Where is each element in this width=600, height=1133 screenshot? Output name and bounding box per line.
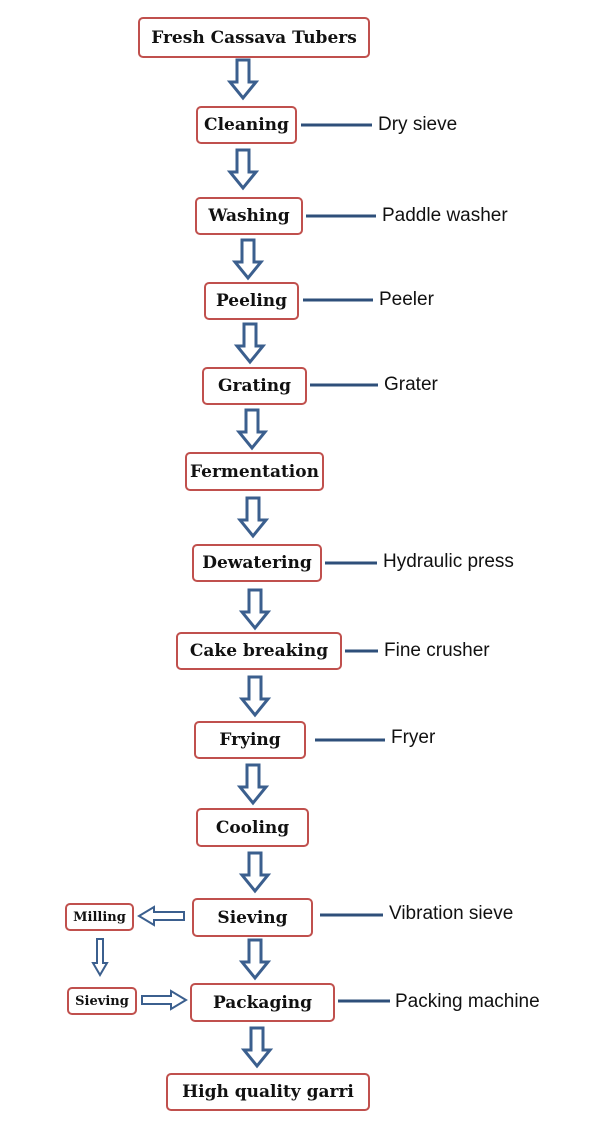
branch-arrow-down [92, 938, 108, 976]
step-sieving: Sieving [192, 898, 313, 937]
equipment-hydraulic-press: Hydraulic press [383, 551, 514, 572]
flow-arrow [228, 148, 258, 190]
step-cleaning: Cleaning [196, 106, 297, 144]
branch-arrow-right [141, 989, 188, 1011]
step-fermentation: Fermentation [185, 452, 324, 491]
flow-arrow [240, 851, 270, 893]
flow-arrow [240, 938, 270, 980]
equipment-peeler: Peeler [379, 289, 434, 310]
equipment-grater: Grater [384, 374, 438, 395]
step-grating: Grating [202, 367, 307, 405]
flow-arrow [238, 763, 268, 805]
branch-arrow-left [137, 905, 185, 927]
equipment-paddle-washer: Paddle washer [382, 205, 508, 226]
flow-arrow [237, 408, 267, 450]
step-dewatering: Dewatering [192, 544, 322, 582]
equipment-vibration-sieve: Vibration sieve [389, 903, 514, 924]
flow-arrow [240, 588, 270, 630]
step-fresh-cassava-tubers: Fresh Cassava Tubers [138, 17, 370, 58]
equipment-dry-sieve: Dry sieve [378, 114, 458, 135]
branch-milling: Milling [65, 903, 134, 931]
equipment-packing-machine: Packing machine [395, 991, 540, 1012]
step-cake-breaking: Cake breaking [176, 632, 342, 670]
equipment-fine-crusher: Fine crusher [384, 640, 490, 661]
flow-arrow [242, 1026, 272, 1068]
step-washing: Washing [195, 197, 303, 235]
step-peeling: Peeling [204, 282, 299, 320]
flow-arrow [235, 322, 265, 364]
step-cooling: Cooling [196, 808, 309, 847]
step-packaging: Packaging [190, 983, 335, 1022]
branch-sieving: Sieving [67, 987, 137, 1015]
flow-arrow [240, 675, 270, 717]
flow-arrow [228, 58, 258, 100]
step-frying: Frying [194, 721, 306, 759]
step-high-quality-garri: High quality garri [166, 1073, 370, 1111]
flow-arrow [233, 238, 263, 280]
equipment-fryer: Fryer [391, 727, 436, 748]
flow-arrow [238, 496, 268, 538]
